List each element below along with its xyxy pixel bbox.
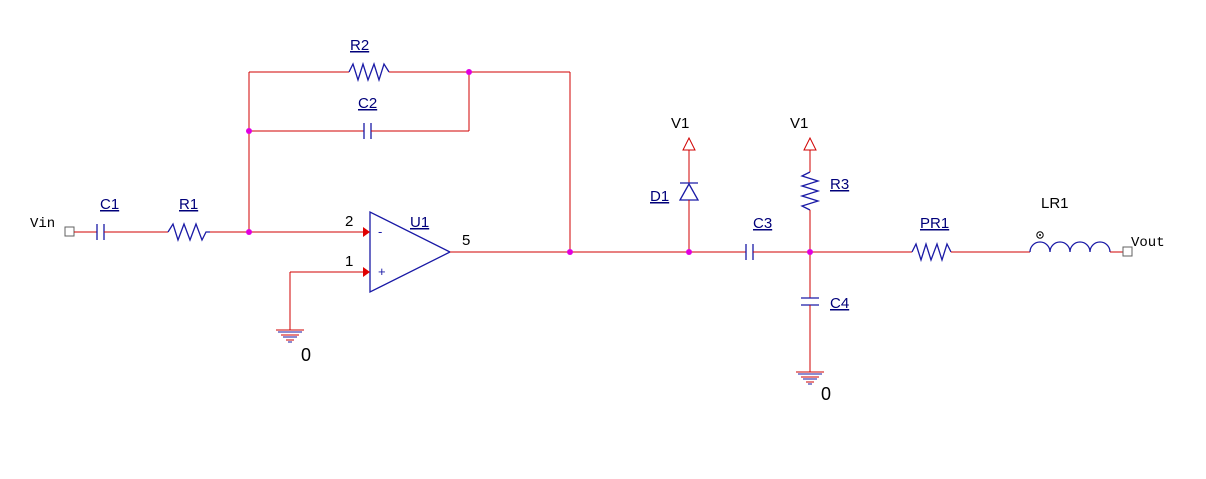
vin-terminal — [64, 226, 75, 237]
power-v1-b: V1 — [790, 115, 817, 151]
junction-dot — [807, 249, 813, 255]
lr1-label: LR1 — [1041, 195, 1069, 212]
pin5-label: 5 — [462, 232, 470, 249]
ground-label-b: 0 — [821, 384, 831, 404]
vin-label: Vin — [30, 216, 55, 232]
vout-label: Vout — [1131, 235, 1165, 251]
junction-dots — [246, 69, 813, 255]
ground-symbol-a: 0 — [276, 329, 311, 365]
resistor-r3[interactable]: R3 — [799, 171, 849, 211]
r3-label: R3 — [830, 176, 849, 193]
pin1-arrow — [363, 267, 370, 277]
pin1-label: 1 — [345, 253, 353, 270]
c4-label: C4 — [830, 295, 849, 312]
pin2-arrow — [363, 227, 370, 237]
inductor-dot-marker — [1036, 231, 1044, 239]
capacitor-c2[interactable]: C2 — [358, 95, 377, 139]
r2-label: R2 — [350, 37, 369, 54]
opamp-minus-sign: - — [378, 224, 382, 239]
v1-label-b: V1 — [790, 115, 808, 132]
opamp-plus-sign: + — [378, 264, 386, 279]
inductor-lr1[interactable]: LR1 — [1029, 195, 1111, 253]
ground-symbol-b: 0 — [796, 371, 831, 404]
capacitor-c4[interactable]: C4 — [801, 295, 849, 312]
diode-d1[interactable]: D1 — [650, 182, 700, 205]
c3-label: C3 — [753, 215, 772, 232]
resistor-r2[interactable]: R2 — [348, 37, 390, 83]
vin-port[interactable]: Vin — [30, 216, 75, 237]
pin2-label: 2 — [345, 213, 353, 230]
vout-port[interactable]: Vout — [1122, 235, 1165, 257]
pr1-label: PR1 — [920, 215, 949, 232]
power-v1-a: V1 — [671, 115, 696, 151]
resistor-r1[interactable]: R1 — [167, 196, 210, 243]
junction-dot — [567, 249, 573, 255]
u1-label: U1 — [410, 214, 429, 231]
junction-dot — [686, 249, 692, 255]
junction-dot — [246, 229, 252, 235]
ground-label-a: 0 — [301, 345, 311, 365]
v1-label-a: V1 — [671, 115, 689, 132]
junction-dot — [246, 128, 252, 134]
d1-label: D1 — [650, 188, 669, 205]
c2-label: C2 — [358, 95, 377, 112]
r1-label: R1 — [179, 196, 198, 213]
capacitor-c1[interactable]: C1 — [96, 196, 119, 240]
vout-terminal — [1122, 246, 1133, 257]
junction-dot — [466, 69, 472, 75]
capacitor-c3[interactable]: C3 — [745, 215, 772, 260]
resistor-pr1[interactable]: PR1 — [911, 215, 952, 263]
c1-label: C1 — [100, 196, 119, 213]
opamp-u1[interactable]: - + U1 2 1 5 — [345, 210, 470, 294]
